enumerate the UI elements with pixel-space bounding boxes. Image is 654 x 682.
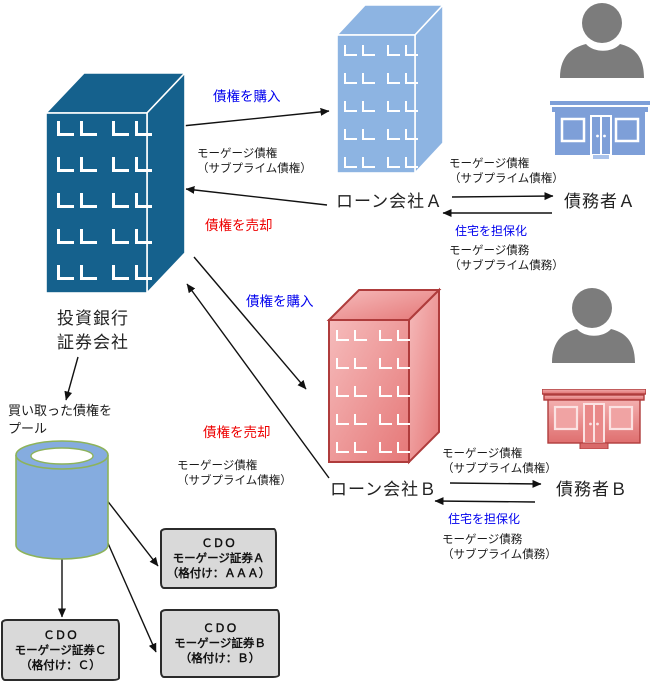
loan-company-b-label: ローン会社Ｂ — [330, 480, 438, 500]
investment-bank-line1: 投資銀行 — [57, 309, 129, 329]
loan-a-windows — [344, 45, 423, 185]
mortgage-debt-b-line1: モーゲージ債務 — [442, 532, 523, 546]
mortgage-claim-1-line1: モーゲージ債権 — [197, 146, 278, 160]
debtor-a-house-icon — [550, 101, 650, 159]
collateralize-b-label: 住宅を担保化 — [448, 512, 521, 526]
arrow-mortgage-claim-b — [449, 479, 542, 488]
buy-claims-b-label: 債権を購入 — [246, 294, 314, 310]
debtor-a-person-icon — [560, 3, 644, 78]
mortgage-claim-label-4: モーゲージ債権 （サブプライム債権） — [442, 446, 557, 476]
debtor-b-house-icon — [542, 389, 646, 449]
mortgage-debt-a-line1: モーゲージ債務 — [449, 243, 530, 257]
cdo-a-line3: （格付け：ＡＡＡ） — [166, 566, 271, 580]
collateralize-a-label: 住宅を担保化 — [455, 224, 528, 238]
bank-windows — [57, 121, 158, 301]
arrow-sell-claims-b — [186, 283, 330, 479]
mortgage-claim-label-2: モーゲージ債権 （サブプライム債権） — [449, 156, 564, 186]
mortgage-claim-2-line1: モーゲージ債権 — [449, 156, 530, 170]
investment-bank-line2: 証券会社 — [57, 333, 129, 353]
cdo-c-line2: モーゲージ証券Ｃ — [14, 642, 107, 657]
cdo-b-line3: （格付け：Ｂ） — [179, 651, 261, 665]
arrow-collateralize-b — [434, 497, 536, 506]
cdo-a-line2: モーゲージ証券Ａ — [172, 551, 265, 565]
arrow-buy-claims-b — [193, 256, 307, 390]
mortgage-claim-1-line2: （サブプライム債権） — [197, 161, 312, 175]
loan-b-windows — [336, 330, 415, 470]
debtor-b-person-icon — [552, 288, 635, 363]
sell-claims-a-label: 債権を売却 — [205, 218, 273, 234]
cdo-a-line1: ＣＤＯ — [201, 536, 236, 550]
mortgage-debt-b-line2: （サブプライム債務） — [442, 547, 557, 561]
loan-company-b-building-icon — [326, 287, 442, 465]
pool-label-line2: プール — [8, 422, 48, 437]
arrow-buy-claims-a — [181, 107, 330, 127]
pool-label-line1: 買い取った債権を — [8, 404, 113, 419]
mortgage-debt-label-a: モーゲージ債務 （サブプライム債務） — [449, 243, 564, 273]
arrow-bank-to-pool — [64, 356, 79, 401]
cdo-b-line1: ＣＤＯ — [202, 621, 238, 635]
mortgage-debt-a-line2: （サブプライム債務） — [449, 258, 564, 272]
cdo-box-c: ＣＤＯ モーゲージ証券Ｃ （格付け：Ｃ） — [1, 619, 120, 681]
debtor-b-label: 債務者Ｂ — [556, 480, 628, 500]
cdo-c-line3: （格付け：Ｃ） — [20, 657, 101, 672]
mortgage-claim-2-line2: （サブプライム債権） — [449, 171, 564, 185]
debtor-a-label: 債務者Ａ — [564, 192, 636, 212]
cdo-c-line1: ＣＤＯ — [43, 627, 78, 642]
investment-bank-building-icon — [44, 70, 187, 296]
arrow-sell-claims-a — [185, 185, 328, 206]
pool-cylinder-icon — [15, 440, 109, 560]
cdo-box-a: ＣＤＯ モーゲージ証券Ａ （格付け：ＡＡＡ） — [160, 528, 277, 589]
loan-company-a-label: ローン会社Ａ — [336, 192, 444, 212]
mortgage-debt-label-b: モーゲージ債務 （サブプライム債務） — [442, 532, 557, 562]
investment-bank-label: 投資銀行 証券会社 — [57, 307, 129, 355]
pool-label: 買い取った債権を プール — [8, 403, 112, 439]
mortgage-claim-4-line2: （サブプライム債権） — [442, 461, 557, 475]
arrow-mortgage-claim-a — [451, 192, 554, 201]
mortgage-claim-3-line1: モーゲージ債権 — [177, 458, 258, 472]
cdo-b-line2: モーゲージ証券Ｂ — [174, 636, 266, 650]
buy-claims-a-label: 債権を購入 — [213, 89, 281, 105]
mortgage-claim-label-3: モーゲージ債権 （サブプライム債権） — [177, 458, 292, 488]
mortgage-claim-4-line1: モーゲージ債権 — [442, 446, 523, 460]
sell-claims-b-label: 債権を売却 — [203, 425, 271, 441]
mortgage-claim-label-1: モーゲージ債権 （サブプライム債権） — [197, 146, 312, 176]
loan-company-a-building-icon — [335, 2, 445, 176]
cdo-box-b: ＣＤＯ モーゲージ証券Ｂ （格付け：Ｂ） — [160, 609, 280, 678]
mortgage-claim-3-line2: （サブプライム債権） — [177, 473, 292, 487]
arrow-pool-to-cdo-b — [106, 540, 157, 653]
arrow-pool-to-cdo-a — [105, 498, 159, 567]
